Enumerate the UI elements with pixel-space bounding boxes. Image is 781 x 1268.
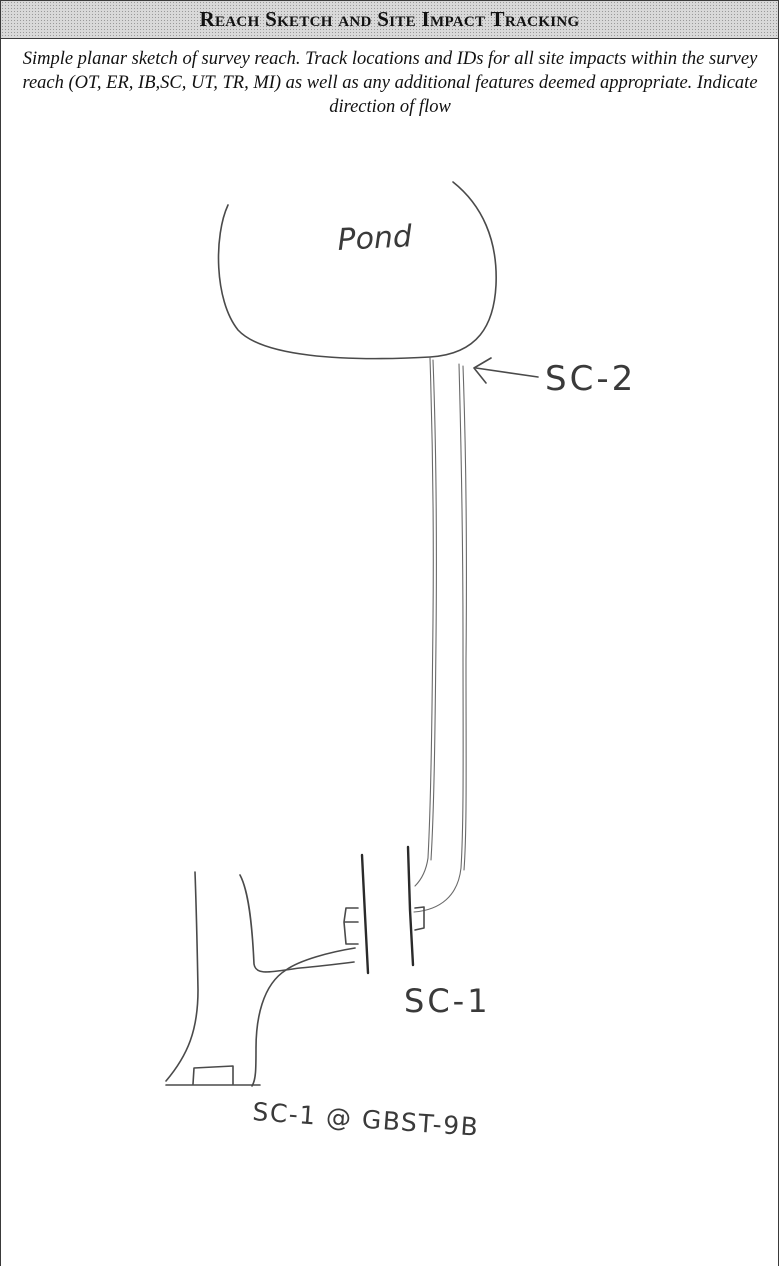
sc2-arrow-shaft bbox=[476, 368, 538, 377]
culvert-wall-right bbox=[408, 847, 413, 965]
culvert-wall-left bbox=[362, 855, 368, 973]
stream-bank-right bbox=[414, 364, 463, 912]
pond-outline bbox=[219, 182, 497, 359]
stream-bank-left bbox=[415, 358, 433, 886]
downstream-bank-upper bbox=[166, 872, 198, 1081]
downstream-culvert-box bbox=[193, 1066, 233, 1084]
sc2-label: SC-2 bbox=[545, 359, 636, 399]
sc1-label: SC-1 bbox=[404, 982, 491, 1020]
pond-label: Pond bbox=[337, 219, 414, 258]
culvert-inlet-marker bbox=[344, 908, 358, 944]
sc1-location-label: SC-1 @ GBST-9B bbox=[252, 1097, 481, 1142]
downstream-bank-lower bbox=[252, 948, 355, 1086]
downstream-bank-upper-2 bbox=[240, 875, 354, 972]
